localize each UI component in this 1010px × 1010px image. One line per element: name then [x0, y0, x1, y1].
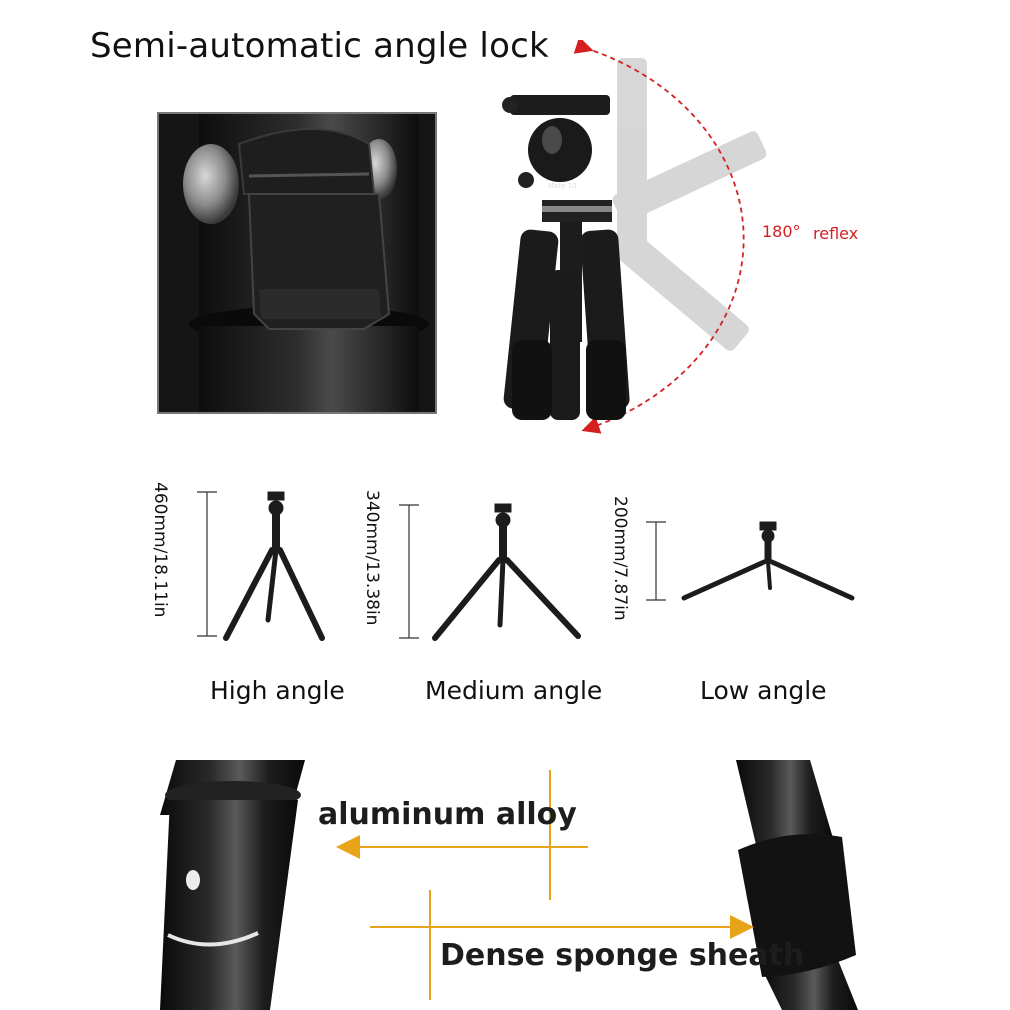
medium-angle-label: Medium angle [425, 676, 603, 705]
low-angle-label: Low angle [700, 676, 827, 705]
flip-lock-illustration [159, 114, 435, 412]
medium-angle-height: 340mm/13.38in [362, 490, 382, 626]
low-angle-height: 200mm/7.87in [610, 496, 630, 621]
quick-release-plate [510, 95, 610, 115]
reflex-angle-label: 180° [762, 222, 801, 241]
tripod-high-angle [223, 491, 325, 641]
sheath-callout-label: Dense sponge sheath [440, 938, 805, 973]
tripod-reflex-illustration: Mate 10 [502, 40, 767, 434]
sponge-sheath-leg-section [736, 760, 858, 1010]
ghost-leg-positions [610, 58, 767, 351]
reflex-word-label: reflex [813, 224, 859, 243]
high-angle-height: 460mm/18.11in [150, 482, 170, 618]
reflex-arc-arrow [573, 40, 745, 434]
tripod-medium-angle [432, 503, 581, 641]
aluminum-leg-section [160, 760, 305, 1010]
tripod-low-angle [681, 521, 855, 601]
flip-lock-closeup-photo [157, 112, 437, 414]
material-callout-label: aluminum alloy [318, 797, 577, 832]
page-title: Semi-automatic angle lock [90, 26, 549, 66]
height-dimension-lines [197, 491, 855, 641]
high-angle-label: High angle [210, 676, 345, 705]
leg-detail-illustration [160, 760, 858, 1010]
head-brand: Mate 10 [548, 182, 577, 190]
